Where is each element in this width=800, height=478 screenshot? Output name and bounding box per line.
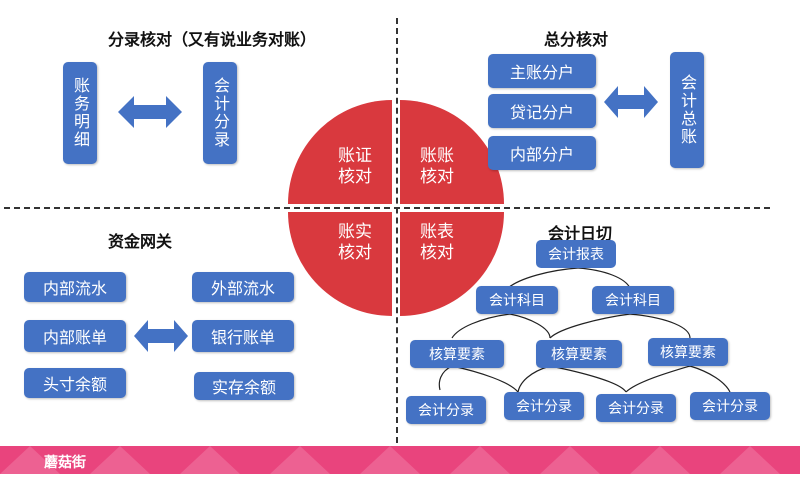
horizontal-divider: [4, 207, 770, 209]
circle-quadrant-bottom-right: [400, 212, 504, 316]
circle-label-top-left: 账证核对: [338, 146, 372, 187]
entry-node-1: 会计分录: [406, 396, 486, 424]
circle-quadrant-top-left: [288, 100, 392, 204]
double-arrow-icon: [134, 320, 188, 352]
element-node-3: 核算要素: [648, 338, 728, 366]
circle-quadrant-top-right: [400, 100, 504, 204]
bottom-left-title: 资金网关: [108, 232, 173, 251]
actual-balance-box: 实存余额: [194, 372, 294, 400]
internal-account-box: 内部分户: [488, 136, 596, 170]
center-circle: [288, 100, 504, 316]
top-right-title: 总分核对: [544, 30, 609, 49]
vertical-divider: [396, 18, 398, 443]
subject-node-2: 会计科目: [592, 286, 674, 314]
element-node-2: 核算要素: [536, 340, 622, 368]
double-arrow-icon: [118, 96, 182, 128]
main-account-box: 主账分户: [488, 54, 596, 88]
subject-node-1: 会计科目: [476, 286, 558, 314]
entry-node-2: 会计分录: [504, 392, 584, 420]
top-left-title: 分录核对（又有说业务对账）: [108, 30, 317, 49]
position-balance-box: 头寸余额: [24, 368, 126, 398]
circle-label-bottom-right: 账表核对: [420, 222, 454, 263]
footer-brand: 蘑菇街: [44, 455, 86, 471]
circle-label-bottom-left: 账实核对: [338, 222, 372, 263]
entry-node-3: 会计分录: [596, 394, 676, 422]
footer-pattern: [0, 446, 780, 474]
credit-account-box: 贷记分户: [488, 94, 596, 128]
external-flow-box: 外部流水: [192, 272, 294, 302]
report-node: 会计报表: [536, 240, 616, 268]
internal-flow-box: 内部流水: [24, 272, 126, 302]
entry-node-4: 会计分录: [690, 392, 770, 420]
bank-statement-box: 银行账单: [192, 320, 294, 352]
tree-connectors: [438, 267, 731, 393]
account-detail-box: 账务明细: [63, 62, 97, 164]
bottom-right-title: 会计日切: [548, 224, 613, 243]
double-arrow-icon: [604, 86, 658, 118]
footer-bar: [0, 446, 800, 474]
circle-quadrant-bottom-left: [288, 212, 392, 316]
general-ledger-box: 会计总账: [670, 52, 704, 168]
element-node-1: 核算要素: [410, 340, 504, 368]
internal-statement-box: 内部账单: [24, 320, 126, 352]
accounting-entry-box: 会计分录: [203, 62, 237, 164]
circle-label-top-right: 账账核对: [420, 146, 454, 187]
